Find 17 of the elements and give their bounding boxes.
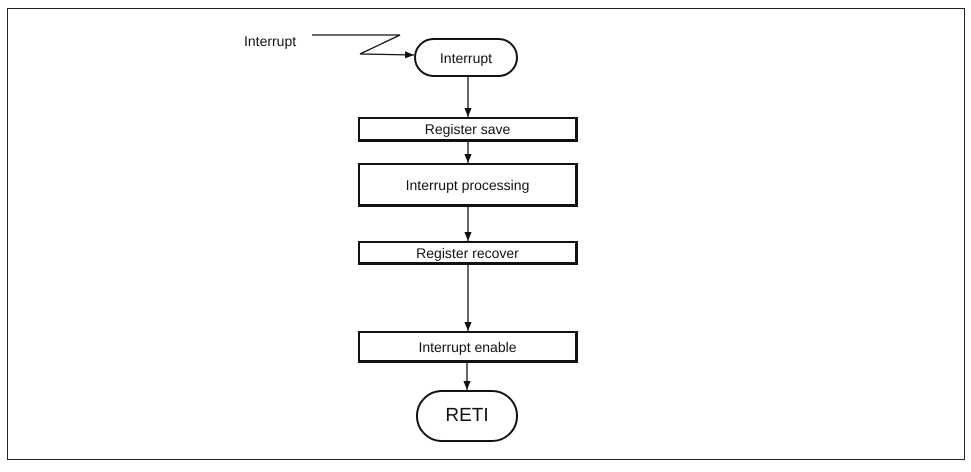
arrow — [464, 77, 472, 117]
arrow — [463, 363, 471, 390]
arrow — [312, 34, 414, 58]
node-label: Interrupt processing — [406, 176, 530, 192]
node-label: Register save — [424, 121, 510, 137]
node-label: RETI — [445, 405, 489, 427]
process-box — [358, 163, 578, 207]
arrow — [464, 142, 472, 163]
arrow — [464, 207, 472, 241]
node-label: Interrupt — [244, 33, 296, 49]
node-label: Register recover — [416, 244, 519, 260]
node-label: Interrupt — [440, 50, 492, 66]
node-label: Interrupt enable — [418, 338, 517, 354]
process-box — [358, 117, 578, 142]
process-box — [358, 241, 578, 265]
process-box — [358, 331, 578, 363]
arrow — [464, 265, 472, 331]
